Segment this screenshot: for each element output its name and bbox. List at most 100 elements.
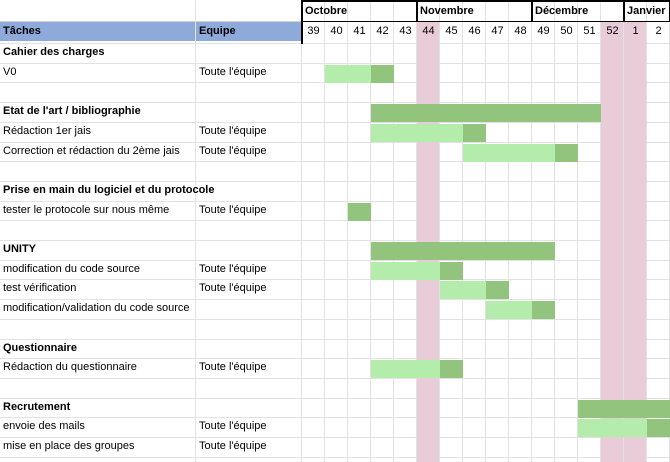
team-cell[interactable]: Toute l'équipe (199, 204, 267, 216)
gantt-bar[interactable] (371, 65, 394, 83)
column-line (301, 0, 302, 462)
week-header-1[interactable]: 1 (632, 25, 639, 37)
column-line (439, 0, 440, 462)
gantt-bar[interactable] (440, 281, 486, 299)
column-line (531, 0, 532, 462)
gantt-bar[interactable] (486, 301, 532, 319)
column-line (416, 0, 417, 462)
row-line (0, 102, 670, 103)
gantt-bar[interactable] (325, 65, 371, 83)
month-divider (531, 0, 533, 22)
gantt-bar[interactable] (348, 203, 371, 221)
week-header-2[interactable]: 2 (655, 25, 662, 37)
month-label-2: Décembre (535, 5, 589, 17)
column-line (324, 0, 325, 462)
column-line (577, 0, 578, 462)
team-cell[interactable]: Toute l'équipe (199, 145, 267, 157)
task-name[interactable]: Rédaction 1er jais (3, 125, 92, 137)
week-header-43[interactable]: 43 (399, 25, 412, 37)
row-line (0, 398, 670, 399)
row-line (0, 299, 670, 300)
month-divider (623, 0, 625, 22)
week-header-41[interactable]: 41 (353, 25, 366, 37)
gantt-bar[interactable] (371, 262, 440, 280)
row-line (0, 240, 670, 241)
gantt-bar[interactable] (371, 242, 555, 260)
highlighted-week-band (624, 22, 646, 462)
month-divider (301, 0, 303, 44)
task-name[interactable]: tester le protocole sur nous même (3, 204, 170, 216)
section-title[interactable]: Prise en main du logiciel et du protocol… (3, 184, 215, 196)
gantt-bar[interactable] (486, 281, 509, 299)
team-header-cell[interactable]: Equipe (196, 22, 301, 41)
week-header-45[interactable]: 45 (445, 25, 458, 37)
week-header-46[interactable]: 46 (468, 25, 481, 37)
week-header-51[interactable]: 51 (583, 25, 596, 37)
team-cell[interactable]: Toute l'équipe (199, 440, 267, 452)
task-name[interactable]: mise en place des groupes (3, 440, 135, 452)
task-name[interactable]: modification du code source (3, 263, 140, 275)
column-line (370, 0, 371, 462)
section-title[interactable]: Recrutement (3, 401, 71, 413)
gantt-bar[interactable] (555, 144, 578, 162)
week-header-44[interactable]: 44 (422, 25, 435, 37)
gantt-bar[interactable] (532, 301, 555, 319)
team-cell[interactable]: Toute l'équipe (199, 66, 267, 78)
gantt-bar[interactable] (578, 419, 647, 437)
column-line (393, 0, 394, 462)
row-line (0, 378, 670, 379)
task-name[interactable]: envoie des mails (3, 420, 85, 432)
gantt-bar[interactable] (440, 360, 463, 378)
column-line (508, 0, 509, 462)
gantt-bar[interactable] (463, 124, 486, 142)
gantt-bar[interactable] (440, 262, 463, 280)
team-cell[interactable]: Toute l'équipe (199, 361, 267, 373)
row-line (0, 437, 670, 438)
gantt-bar[interactable] (371, 360, 440, 378)
column-line (485, 0, 486, 462)
row-line (0, 260, 670, 261)
month-divider (416, 0, 418, 22)
section-title[interactable]: Questionnaire (3, 342, 77, 354)
section-title[interactable]: UNITY (3, 243, 36, 255)
task-name[interactable]: modification/validation du code source (3, 302, 190, 314)
team-cell[interactable]: Toute l'équipe (199, 125, 267, 137)
section-title[interactable]: Cahier des charges (3, 46, 105, 58)
team-cell[interactable]: Toute l'équipe (199, 263, 267, 275)
highlighted-week-band (601, 22, 623, 462)
team-cell[interactable]: Toute l'équipe (199, 420, 267, 432)
gantt-bar[interactable] (371, 124, 463, 142)
column-line (554, 0, 555, 462)
week-header-50[interactable]: 50 (560, 25, 573, 37)
gantt-bar[interactable] (578, 400, 670, 418)
column-line (462, 0, 463, 462)
row-line (0, 43, 670, 44)
row-line (0, 63, 670, 64)
section-title[interactable]: Etat de l'art / bibliographie (3, 105, 141, 117)
week-header-39[interactable]: 39 (307, 25, 320, 37)
week-header-49[interactable]: 49 (537, 25, 550, 37)
task-name[interactable]: Correction et rédaction du 2ème jais (3, 145, 180, 157)
row-line (0, 457, 670, 458)
column-line (623, 0, 624, 462)
gantt-bar[interactable] (647, 419, 670, 437)
week-header-40[interactable]: 40 (330, 25, 343, 37)
month-label-3: Janvier (627, 5, 666, 17)
team-cell[interactable]: Toute l'équipe (199, 282, 267, 294)
tasks-header-label: Tâches (3, 25, 41, 37)
row-line (0, 279, 670, 280)
column-line (600, 0, 601, 462)
gantt-bar[interactable] (463, 144, 555, 162)
week-header-42[interactable]: 42 (376, 25, 389, 37)
task-name[interactable]: V0 (3, 66, 17, 78)
month-label-1: Novembre (420, 5, 474, 17)
row-line (0, 201, 670, 202)
week-header-48[interactable]: 48 (514, 25, 527, 37)
task-name[interactable]: Rédaction du questionnaire (3, 361, 137, 373)
tasks-header-cell[interactable]: Tâches (0, 22, 195, 41)
task-name[interactable]: test vérification (3, 282, 77, 294)
week-header-52[interactable]: 52 (606, 25, 619, 37)
gantt-bar[interactable] (371, 104, 601, 122)
week-header-47[interactable]: 47 (491, 25, 504, 37)
